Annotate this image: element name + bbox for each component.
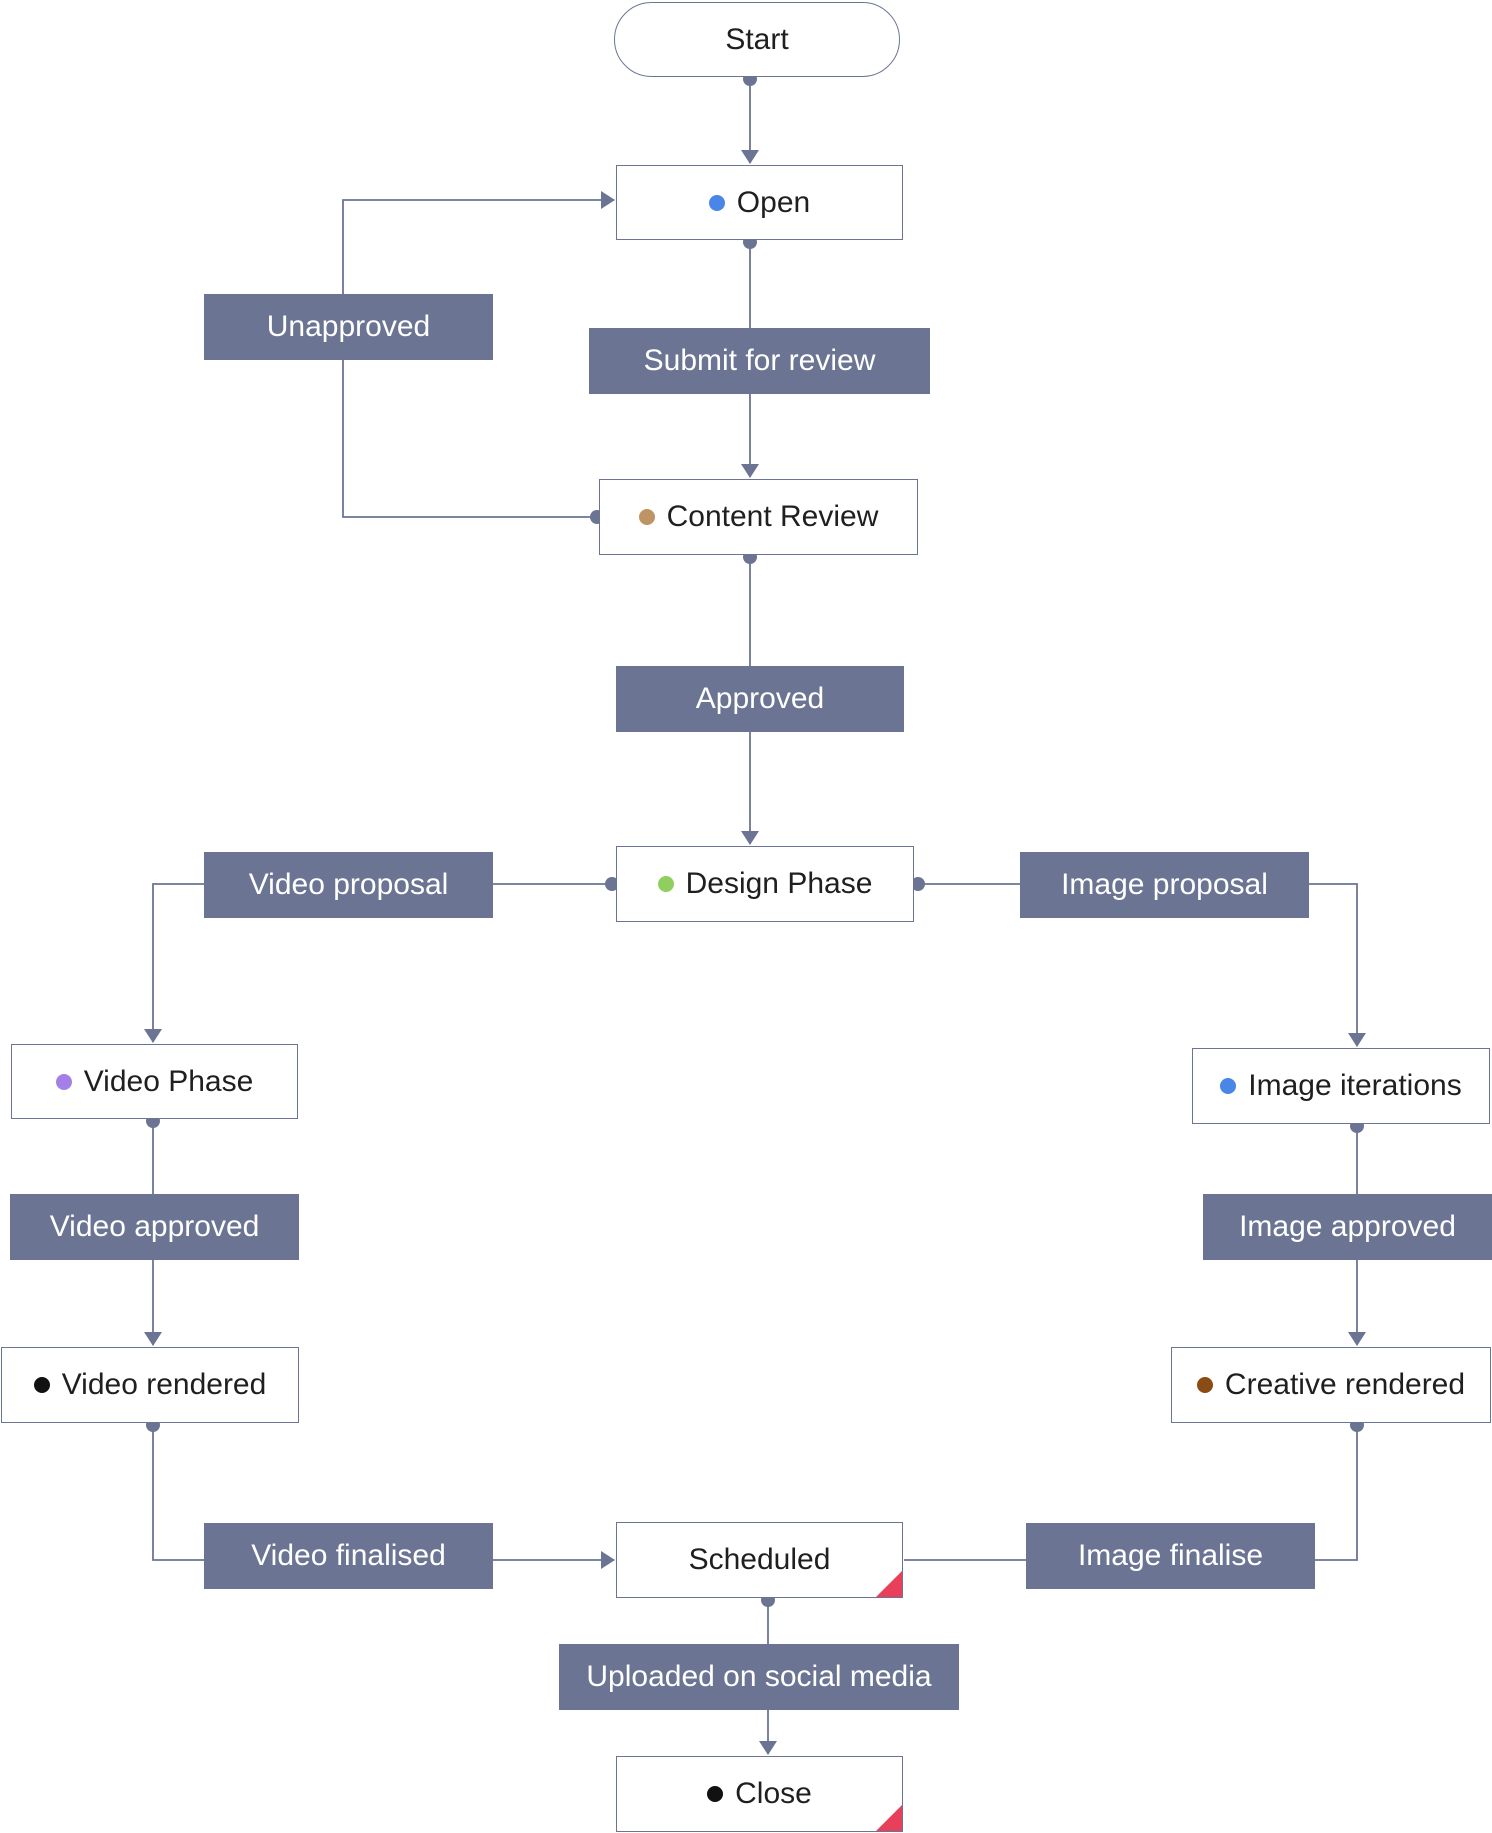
edge-video-rendered-arrow	[144, 1332, 162, 1346]
transition-submit-for-review[interactable]: Submit for review	[589, 328, 930, 394]
transition-unapproved[interactable]: Unapproved	[204, 294, 493, 360]
status-dot-icon	[33, 1377, 50, 1393]
node-creative-rendered[interactable]: Creative rendered	[1171, 1347, 1491, 1423]
node-close[interactable]: Close	[616, 1756, 903, 1832]
edge-start-open-arrow	[741, 150, 759, 164]
node-design-phase-label: Design Phase	[685, 867, 873, 900]
status-dot-icon	[1196, 1377, 1213, 1393]
transition-image-finalise[interactable]: Image finalise	[1026, 1523, 1315, 1589]
node-video-rendered[interactable]: Video rendered	[1, 1347, 299, 1423]
edge-open-review-arrow	[741, 464, 759, 478]
edge-close-arrow	[759, 1741, 777, 1755]
node-scheduled-label: Scheduled	[688, 1543, 831, 1576]
corner-flag-icon	[876, 1805, 902, 1831]
status-dot-icon	[707, 1786, 724, 1802]
node-start-label: Start	[725, 22, 789, 56]
edge-video-scheduled-arrow	[601, 1551, 615, 1569]
transition-video-approved[interactable]: Video approved	[10, 1194, 299, 1260]
node-video-rendered-label: Video rendered	[61, 1368, 267, 1401]
transition-video-proposal[interactable]: Video proposal	[204, 852, 493, 918]
node-close-label: Close	[735, 1777, 812, 1810]
edge-design-image-arrow	[1348, 1033, 1366, 1047]
node-image-iterations-label: Image iterations	[1248, 1069, 1462, 1102]
node-video-phase-label: Video Phase	[83, 1064, 254, 1098]
edge-design-video-arrow	[144, 1029, 162, 1043]
node-start[interactable]: Start	[614, 2, 900, 77]
status-dot-icon	[1220, 1078, 1237, 1094]
transition-video-finalised[interactable]: Video finalised	[204, 1523, 493, 1589]
node-video-phase[interactable]: Video Phase	[11, 1044, 298, 1119]
transition-approved[interactable]: Approved	[616, 666, 904, 732]
node-scheduled[interactable]: Scheduled	[616, 1522, 903, 1598]
node-creative-rendered-label: Creative rendered	[1224, 1368, 1466, 1401]
node-open-label: Open	[736, 185, 811, 219]
node-content-review[interactable]: Content Review	[599, 479, 918, 555]
status-dot-icon	[638, 509, 655, 525]
node-open[interactable]: Open	[616, 165, 903, 240]
edge-review-design-arrow	[741, 831, 759, 845]
edge-design-left-dot	[605, 877, 619, 891]
node-image-iterations[interactable]: Image iterations	[1192, 1048, 1490, 1124]
corner-flag-icon	[876, 1571, 902, 1597]
transition-uploaded-on-social-media[interactable]: Uploaded on social media	[559, 1644, 959, 1710]
node-design-phase[interactable]: Design Phase	[616, 846, 914, 922]
edge-unapproved-arrow	[601, 191, 615, 209]
status-dot-icon	[55, 1073, 72, 1090]
status-dot-icon	[657, 876, 674, 892]
transition-image-proposal[interactable]: Image proposal	[1020, 852, 1309, 918]
status-dot-icon	[708, 194, 725, 211]
transition-image-approved[interactable]: Image approved	[1203, 1194, 1492, 1260]
edge-design-right-dot	[911, 877, 925, 891]
node-content-review-label: Content Review	[666, 500, 879, 533]
edge-creative-arrow	[1348, 1332, 1366, 1346]
